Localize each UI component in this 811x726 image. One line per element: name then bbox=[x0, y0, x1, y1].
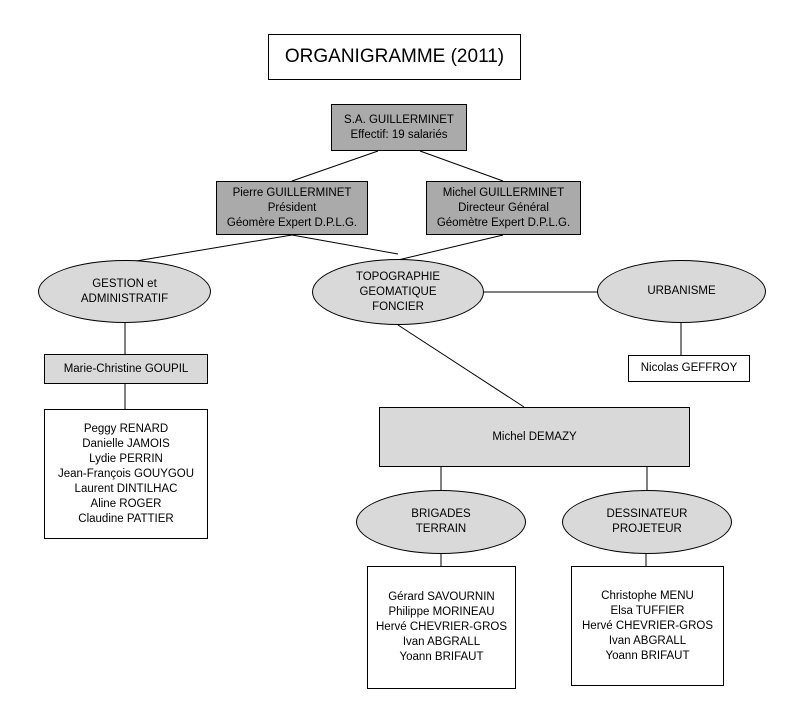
node-company: S.A. GUILLERMINET Effectif: 19 salariés bbox=[331, 104, 467, 151]
node-text-line: Christophe MENU bbox=[601, 589, 694, 602]
chart-title: ORGANIGRAMME (2011) bbox=[268, 34, 521, 80]
node-urbanisme: URBANISME bbox=[597, 260, 766, 323]
node-text-line: TOPOGRAPHIE bbox=[355, 270, 441, 283]
node-text-line: ADMINISTRATIF bbox=[80, 292, 169, 305]
node-text-line: FONCIER bbox=[372, 300, 424, 313]
node-text-line: ORGANIGRAMME (2011) bbox=[284, 46, 505, 67]
node-text-line: Michel DEMAZY bbox=[492, 430, 577, 443]
connector-company-president bbox=[291, 150, 379, 182]
node-text-line: Gérard SAVOURNIN bbox=[388, 591, 495, 603]
node-text-line: Aline ROGER bbox=[90, 497, 162, 510]
node-text-line: Yoann BRIFAUT bbox=[399, 651, 484, 663]
node-text-line: Pierre GUILLERMINET bbox=[232, 186, 352, 199]
connector-president-topo bbox=[291, 234, 399, 255]
node-text-line: Président bbox=[267, 201, 317, 214]
node-text-line: GESTION et bbox=[92, 277, 157, 290]
node-topographie: TOPOGRAPHIE GEOMATIQUE FONCIER bbox=[312, 259, 484, 325]
node-text-line: Danielle JAMOIS bbox=[82, 437, 170, 450]
node-text-line: Jean-François GOUYGOU bbox=[57, 467, 195, 480]
node-gestion-head: Marie-Christine GOUPIL bbox=[44, 354, 208, 384]
node-text-line: Elsa TUFFIER bbox=[610, 604, 685, 617]
node-text-line: Lydie PERRIN bbox=[89, 452, 163, 465]
node-text-line: TERRAIN bbox=[415, 523, 467, 535]
node-text-line: Peggy RENARD bbox=[83, 422, 169, 435]
node-text-line: Yoann BRIFAUT bbox=[605, 649, 690, 662]
node-gestion: GESTION et ADMINISTRATIF bbox=[38, 260, 211, 323]
node-text-line: Directeur Général bbox=[458, 201, 549, 214]
node-text-line: Michel GUILLERMINET bbox=[442, 186, 565, 199]
node-text-line: BRIGADES bbox=[411, 508, 471, 520]
node-topo-head: Michel DEMAZY bbox=[379, 407, 690, 467]
node-brigades: BRIGADES TERRAIN bbox=[356, 490, 526, 554]
connector-company-director bbox=[419, 150, 504, 182]
connector-topo-demazy bbox=[397, 324, 525, 408]
node-text-line: Hervé CHEVRIER-GROS bbox=[582, 619, 713, 632]
node-text-line: DESSINATEUR bbox=[606, 508, 688, 520]
node-text-line: S.A. GUILLERMINET bbox=[344, 113, 454, 126]
node-text-line: Ivan ABGRALL bbox=[608, 634, 687, 647]
node-text-line: Géomère Expert D.P.L.G. bbox=[226, 216, 358, 229]
node-text-line: Géomètre Expert D.P.L.G. bbox=[436, 216, 571, 229]
node-brigades-staff: Gérard SAVOURNIN Philippe MORINEAU Hervé C… bbox=[367, 566, 516, 689]
node-text-line: Ivan ABGRALL bbox=[402, 636, 481, 648]
node-text-line: GEOMATIQUE bbox=[359, 285, 437, 298]
node-text-line: Philippe MORINEAU bbox=[388, 606, 495, 618]
node-gestion-staff: Peggy RENARD Danielle JAMOIS Lydie PERRIN J… bbox=[44, 409, 208, 539]
node-text-line: Claudine PATTIER bbox=[78, 512, 174, 525]
connector-president-gestion bbox=[129, 234, 293, 263]
node-text-line: Nicolas GEFFROY bbox=[640, 362, 738, 374]
node-text-line: URBANISME bbox=[647, 285, 716, 297]
connector-director-topo bbox=[397, 234, 504, 261]
node-dessinateur: DESSINATEUR PROJETEUR bbox=[562, 490, 732, 554]
node-text-line: Laurent DINTILHAC bbox=[74, 482, 178, 495]
node-text-line: PROJETEUR bbox=[612, 523, 682, 535]
node-dessinateur-staff: Christophe MENU Elsa TUFFIER Hervé CHEVRIE… bbox=[571, 566, 724, 686]
node-text-line: Effectif: 19 salariés bbox=[350, 128, 448, 141]
node-text-line: Marie-Christine GOUPIL bbox=[63, 362, 189, 375]
node-urbanisme-staff: Nicolas GEFFROY bbox=[628, 355, 750, 382]
node-text-line: Hervé CHEVRIER-GROS bbox=[376, 621, 507, 633]
